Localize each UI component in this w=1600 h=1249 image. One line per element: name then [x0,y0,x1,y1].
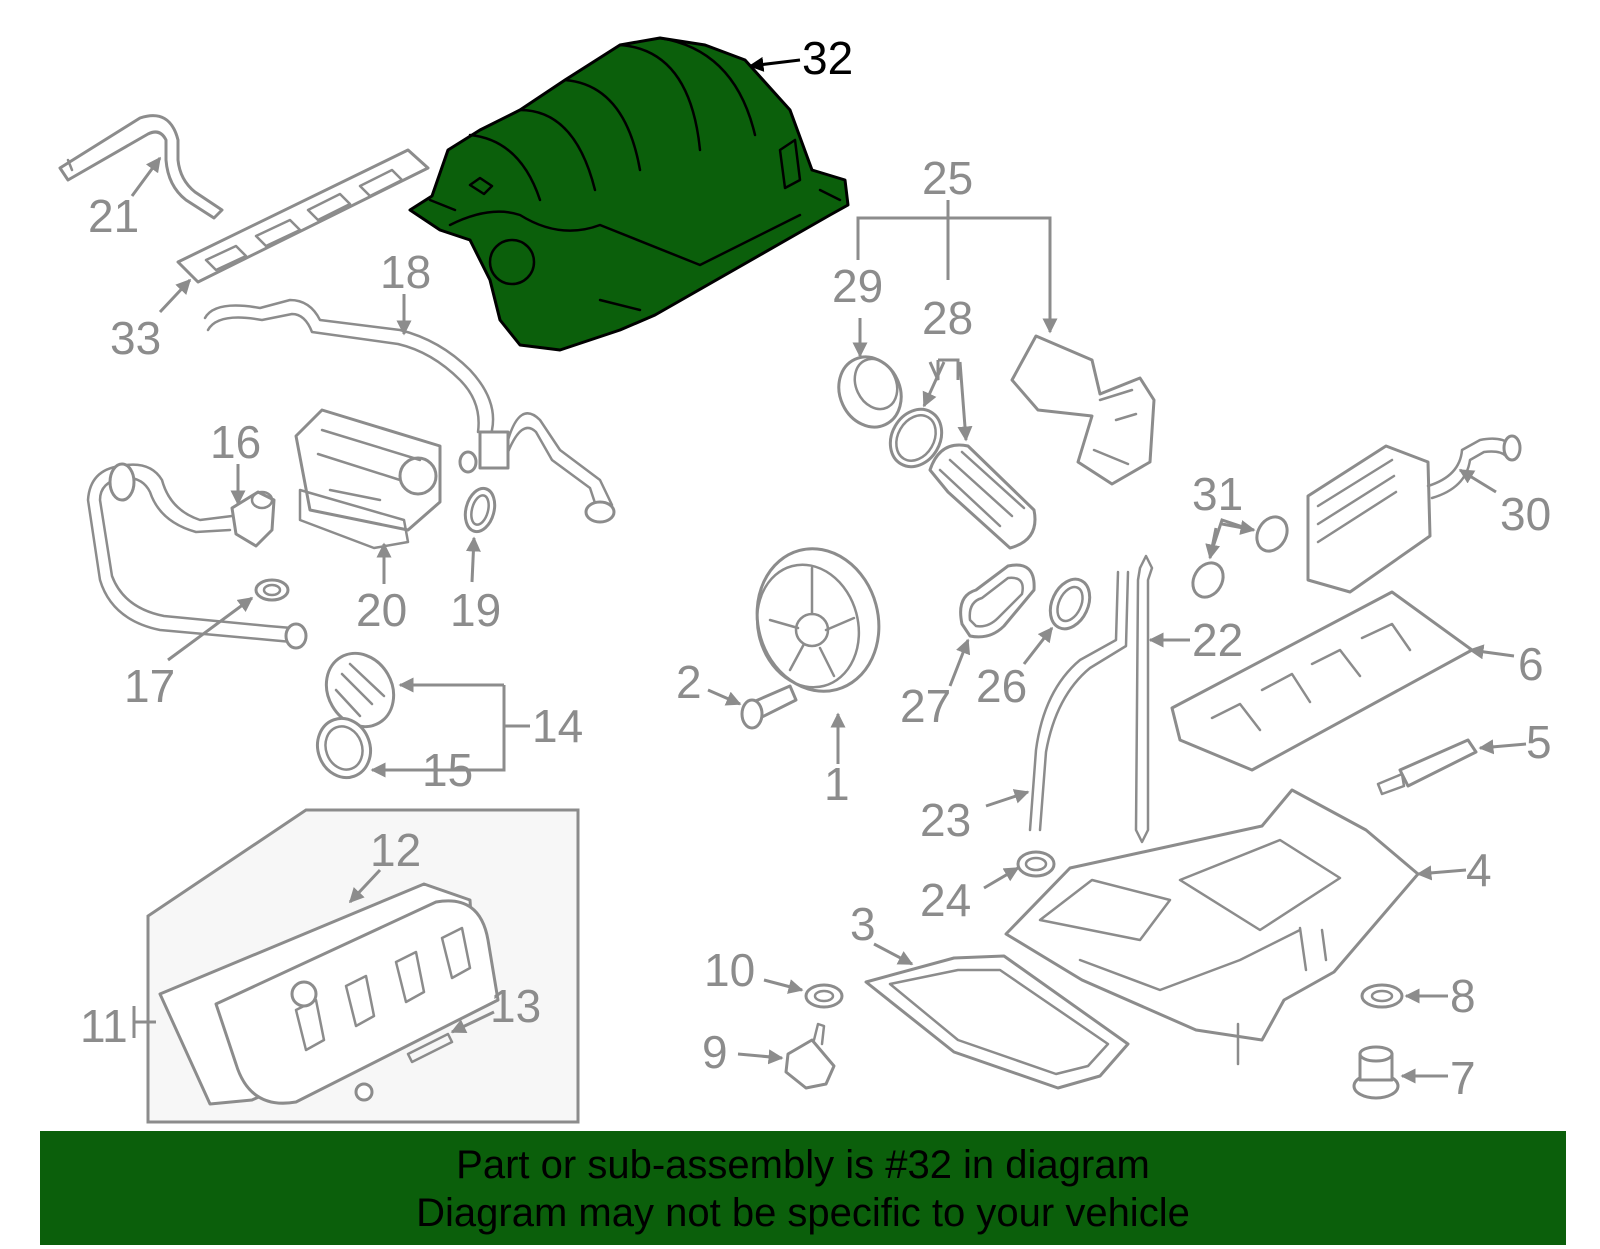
baffle-part-6 [1170,590,1474,772]
dipstick-tube-part-23 [1028,570,1130,832]
callout-21: 21 [88,190,139,242]
gasket-part-27 [959,563,1036,639]
callout-25: 25 [922,152,973,204]
oil-filter-housing [1010,334,1156,486]
callout-9: 9 [702,1026,728,1078]
drain-plug-part-7 [1352,1045,1400,1100]
callout-23: 23 [920,794,971,846]
callout-3: 3 [850,898,876,950]
oil-cap-part-14 [324,651,396,729]
valve-part-16 [230,490,276,548]
callout-2: 2 [676,656,702,708]
gasket-part-33 [176,148,430,284]
callout-27: 27 [900,680,951,732]
callout-13: 13 [490,980,541,1032]
callout-17: 17 [124,660,175,712]
o-ring-part-28a [888,407,944,469]
o-ring-part-31b [1191,561,1225,599]
callout-33: 33 [110,312,161,364]
seal-ring-part-17 [254,578,290,602]
callout-26: 26 [976,660,1027,712]
valve-cover-part-12 [214,899,500,1105]
callout-5: 5 [1526,716,1552,768]
oil-cooler-part-30 [1306,434,1522,594]
lower-oil-pan-part-3 [864,954,1130,1090]
o-ring-part-31a [1255,515,1289,553]
pulley-part-1 [755,547,881,693]
banner-line-2: Diagram may not be specific to your vehi… [416,1191,1190,1235]
bolt-part-2 [740,684,798,730]
callout-15: 15 [422,744,473,796]
callout-20: 20 [356,584,407,636]
washer-part-8 [1360,983,1404,1009]
callout-24: 24 [920,874,971,926]
callout-29: 29 [832,260,883,312]
oil-filter-part-28 [928,443,1037,550]
bolt-part-13 [406,1032,454,1064]
o-ring-part-19 [463,486,497,534]
disclaimer-banner: Part or sub-assembly is #32 in diagram D… [40,1131,1566,1245]
gasket-part-26 [1048,577,1092,631]
callout-4: 4 [1466,844,1492,896]
seal-part-24 [1016,850,1056,878]
callout-22: 22 [1192,614,1243,666]
callout-7: 7 [1450,1052,1476,1104]
intake-manifold-part-32[interactable] [408,36,850,352]
callout-31: 31 [1192,468,1243,520]
callout-6: 6 [1518,638,1544,690]
callout-8: 8 [1450,970,1476,1022]
callout-18: 18 [380,246,431,298]
callout-19: 19 [450,584,501,636]
callout-28: 28 [922,292,973,344]
washer-part-10 [804,983,844,1009]
hose-part-21 [58,114,224,220]
oil-pan-part-4 [1004,788,1420,1066]
oil-separator-part-20 [294,408,442,550]
filter-cap-part-29 [837,355,903,429]
callout-30: 30 [1500,488,1551,540]
callout-10: 10 [704,944,755,996]
callout-11: 11 [80,1000,128,1052]
callout-12: 12 [370,824,421,876]
banner-line-1: Part or sub-assembly is #32 in diagram [456,1143,1150,1187]
callout-1: 1 [824,758,850,810]
cap-seal-part-15 [316,716,372,780]
callout-14: 14 [532,700,583,752]
callout-16: 16 [210,416,261,468]
vent-hose-assembly [86,462,308,650]
callout-32: 32 [802,32,853,84]
sensor-part-9 [784,1022,836,1090]
dipstick-part-22 [1134,554,1154,844]
sealant-tube-part-5 [1376,738,1478,796]
